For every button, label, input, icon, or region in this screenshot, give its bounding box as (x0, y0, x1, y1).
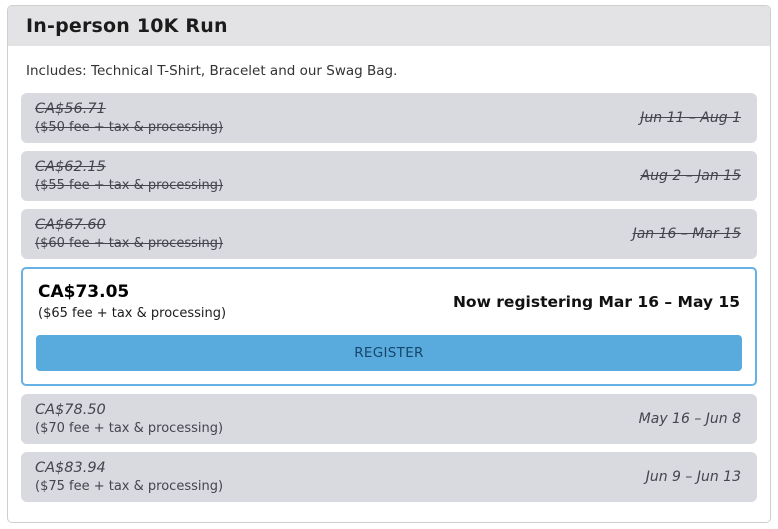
price-block: CA$56.71 ($50 fee + tax & processing) (35, 101, 223, 135)
tier-row-future-2: CA$83.94 ($75 fee + tax & processing) Ju… (21, 452, 757, 502)
page-title: In-person 10K Run (26, 15, 228, 37)
price-block: CA$78.50 ($70 fee + tax & processing) (35, 402, 223, 436)
tier-dates: Jun 9 – Jun 13 (645, 468, 741, 485)
tier-fee: ($60 fee + tax & processing) (35, 235, 224, 251)
tier-row-past-2: CA$62.15 ($55 fee + tax & processing) Au… (21, 151, 757, 201)
pricing-card: In-person 10K Run Includes: Technical T-… (7, 5, 771, 523)
tier-fee: ($50 fee + tax & processing) (35, 119, 224, 135)
tier-price: CA$67.60 (35, 216, 106, 233)
tier-price: CA$73.05 (38, 282, 130, 302)
tier-fee: ($75 fee + tax & processing) (35, 478, 224, 494)
tier-price: CA$62.15 (35, 158, 106, 175)
tier-row-future-1: CA$78.50 ($70 fee + tax & processing) Ma… (21, 394, 757, 444)
tier-fee: ($70 fee + tax & processing) (35, 420, 224, 436)
tier-dates: May 16 – Jun 8 (638, 410, 741, 427)
price-block: CA$83.94 ($75 fee + tax & processing) (35, 460, 223, 494)
tier-price: CA$83.94 (35, 459, 106, 476)
tier-row-past-1: CA$56.71 ($50 fee + tax & processing) Ju… (21, 93, 757, 143)
tier-price: CA$56.71 (35, 100, 106, 117)
register-button[interactable]: REGISTER (36, 335, 742, 371)
tier-fee: ($55 fee + tax & processing) (35, 177, 224, 193)
tier-fee: ($65 fee + tax & processing) (38, 306, 227, 321)
tier-price: CA$78.50 (35, 401, 106, 418)
tier-row-active: CA$73.05 ($65 fee + tax & processing) No… (21, 267, 757, 386)
tier-dates: Jun 11 – Aug 1 (640, 109, 741, 126)
price-block: CA$62.15 ($55 fee + tax & processing) (35, 159, 223, 193)
now-registering-label: Now registering Mar 16 – May 15 (452, 292, 740, 311)
tier-row-past-3: CA$67.60 ($60 fee + tax & processing) Ja… (21, 209, 757, 259)
price-block: CA$67.60 ($60 fee + tax & processing) (35, 217, 223, 251)
tier-dates: Jan 16 – Mar 15 (632, 225, 741, 242)
price-block: CA$73.05 ($65 fee + tax & processing) (38, 282, 226, 321)
includes-description: Includes: Technical T-Shirt, Bracelet an… (26, 63, 398, 79)
tier-dates: Aug 2 – Jan 15 (640, 167, 741, 184)
active-tier-info: CA$73.05 ($65 fee + tax & processing) No… (36, 282, 742, 321)
card-header: In-person 10K Run (8, 6, 770, 46)
tier-list: CA$56.71 ($50 fee + tax & processing) Ju… (8, 91, 770, 502)
